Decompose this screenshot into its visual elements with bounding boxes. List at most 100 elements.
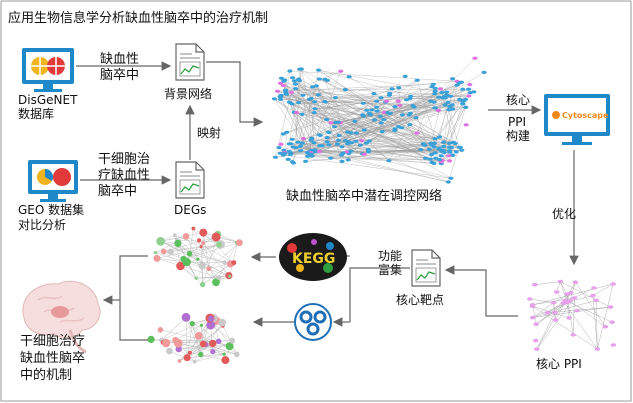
cytoscape-logo-text: Cytoscape bbox=[562, 111, 609, 120]
stem-cell-label-2: 疗缺血性 bbox=[98, 168, 150, 183]
enrichment-edge bbox=[189, 228, 194, 254]
network-edge bbox=[339, 135, 432, 155]
network-node bbox=[284, 130, 290, 134]
network-node bbox=[369, 108, 375, 112]
network-node bbox=[322, 77, 328, 81]
network-node bbox=[289, 137, 295, 141]
network-node bbox=[457, 97, 463, 102]
network-edge bbox=[416, 82, 460, 134]
geo-monitor-icon bbox=[28, 160, 78, 202]
network-edge bbox=[279, 81, 458, 97]
network-node bbox=[364, 108, 370, 112]
network-node bbox=[441, 144, 447, 148]
pathway-logo bbox=[294, 303, 332, 341]
network-edge bbox=[300, 97, 336, 147]
network-node bbox=[432, 92, 438, 96]
network-node bbox=[359, 139, 365, 143]
enrichment-node bbox=[174, 239, 182, 247]
network-edge bbox=[319, 143, 431, 152]
network-node bbox=[438, 154, 444, 158]
network-node bbox=[297, 67, 303, 71]
network-node bbox=[432, 137, 438, 141]
enrichment-node bbox=[199, 340, 207, 348]
ppi-edge bbox=[555, 292, 571, 321]
network-node bbox=[402, 74, 408, 78]
network-node bbox=[365, 148, 371, 152]
network-node bbox=[378, 121, 384, 125]
ppi-edge bbox=[532, 300, 597, 318]
enrichment-node bbox=[199, 281, 206, 288]
network-node bbox=[466, 94, 472, 98]
network-edge bbox=[348, 72, 485, 154]
network-node bbox=[336, 133, 342, 138]
network-edge bbox=[274, 98, 343, 147]
network-node bbox=[271, 97, 278, 101]
enrichment-node bbox=[236, 239, 243, 247]
network-edge bbox=[314, 114, 371, 151]
network-node bbox=[410, 104, 416, 108]
enrichment-node bbox=[228, 274, 232, 278]
enrichment-node bbox=[180, 255, 187, 263]
network-node bbox=[296, 77, 302, 81]
network-node bbox=[348, 141, 354, 145]
network-node bbox=[285, 157, 291, 161]
network-node bbox=[385, 111, 391, 115]
network-node bbox=[442, 103, 448, 107]
enrichment-edge bbox=[200, 246, 230, 276]
network-edge bbox=[449, 92, 471, 144]
geo-label: GEO 数据集 bbox=[18, 202, 84, 217]
network-node bbox=[292, 82, 298, 86]
network-edge bbox=[277, 84, 434, 92]
core-targets-document-icon bbox=[411, 249, 441, 287]
network-node bbox=[386, 159, 392, 163]
network-node bbox=[436, 135, 443, 139]
network-node bbox=[450, 77, 456, 81]
network-edge bbox=[340, 96, 445, 123]
enrichment-node bbox=[222, 352, 226, 356]
enrichment-node bbox=[194, 332, 203, 340]
network-node bbox=[334, 142, 340, 146]
ppi-node bbox=[567, 299, 573, 303]
network-node bbox=[312, 107, 318, 111]
ppi-node bbox=[532, 282, 538, 287]
network-edge bbox=[443, 96, 451, 147]
enrichment-edge bbox=[193, 228, 220, 245]
ppi-edge bbox=[597, 283, 614, 350]
network-node bbox=[395, 99, 401, 103]
enrichment-edge bbox=[194, 354, 225, 362]
enrichment-edge bbox=[186, 343, 204, 358]
ppi-node bbox=[544, 311, 551, 315]
ppi-node bbox=[562, 298, 569, 303]
enrichment-edge bbox=[203, 343, 237, 355]
network-node bbox=[340, 151, 346, 155]
enrichment-edge bbox=[183, 242, 240, 260]
network-node bbox=[289, 160, 295, 164]
stroke-label-2: 脑卒中 bbox=[100, 68, 139, 83]
ppi-node bbox=[607, 305, 614, 309]
network-edge bbox=[283, 144, 361, 151]
network-node bbox=[338, 69, 344, 73]
enrichment-node bbox=[166, 347, 173, 355]
network-node bbox=[432, 89, 438, 93]
enrichment-node bbox=[199, 323, 203, 327]
network-edge bbox=[294, 80, 325, 102]
enrichment-node bbox=[198, 262, 206, 270]
network-node bbox=[460, 87, 466, 91]
network-node bbox=[432, 86, 438, 90]
enrichment-edge bbox=[202, 243, 230, 277]
background-network-document-icon bbox=[175, 43, 205, 81]
geo-label-2: 对比分析 bbox=[18, 218, 66, 232]
network-edge bbox=[283, 154, 451, 179]
network-node bbox=[345, 130, 351, 134]
ppi-node bbox=[552, 318, 559, 322]
core-ppi-graphic bbox=[527, 279, 617, 351]
network-node bbox=[437, 158, 443, 162]
enrichment-node bbox=[172, 233, 177, 238]
network-node bbox=[366, 139, 372, 143]
network-edge bbox=[318, 69, 436, 92]
network-node bbox=[276, 146, 282, 150]
enrichment-node bbox=[218, 318, 227, 327]
network-edge bbox=[285, 92, 413, 106]
network-node bbox=[446, 154, 452, 158]
ppi-node bbox=[570, 333, 576, 337]
